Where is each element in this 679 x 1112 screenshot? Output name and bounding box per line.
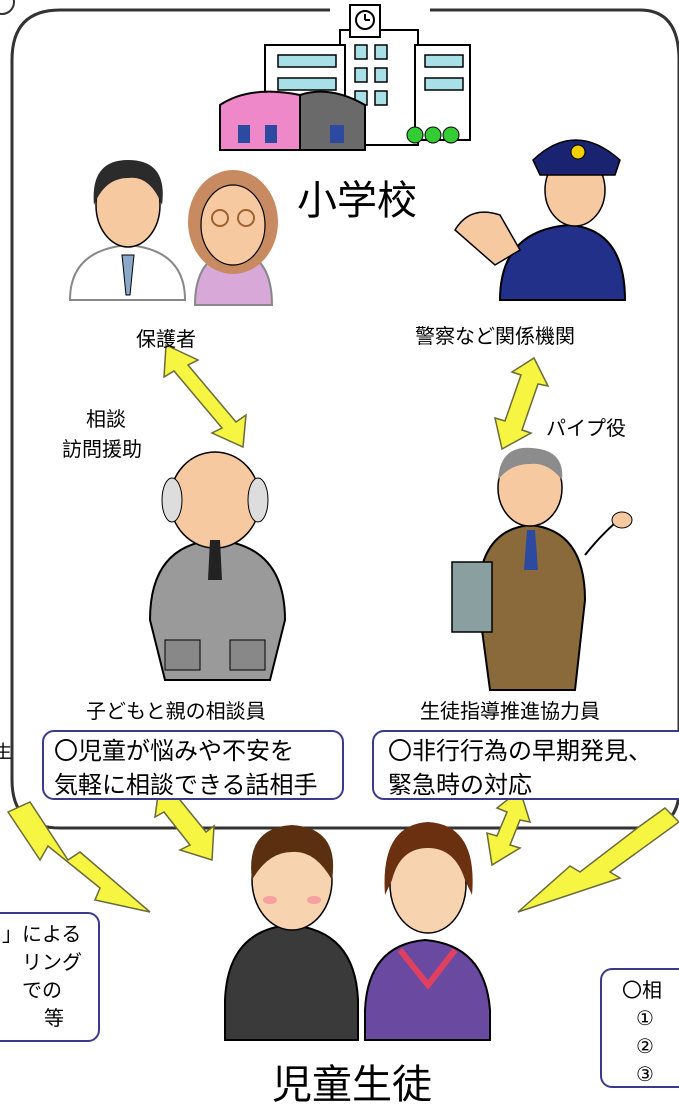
- arrow-left-lightning: [6, 801, 151, 913]
- left-box-line-1: 」による: [2, 922, 82, 946]
- students-title: 児童生徒: [272, 1062, 432, 1108]
- left-partial-box: 」による リング での 等: [0, 912, 100, 1042]
- right-partial-box: 〇相 ① ② ③: [600, 968, 679, 1088]
- arrow-guardian-counselor: [163, 343, 247, 449]
- consult-label: 相談: [86, 407, 126, 431]
- home-visit-label: 訪問援助: [62, 437, 142, 461]
- right-box-line-1: 〇相: [622, 978, 662, 1002]
- coordinator-illustration: [451, 447, 633, 691]
- coordinator-role-line-1: 〇非行行為の早期発見、: [388, 737, 652, 765]
- police-label: 警察など関係機関: [415, 324, 575, 348]
- pipe-role-label: パイプ役: [546, 416, 626, 440]
- school-frame: [10, 8, 679, 830]
- police-officer-illustration: [454, 139, 627, 301]
- arrow-coordinator-students: [486, 788, 532, 867]
- school-title: 小学校: [297, 178, 417, 224]
- guardian-label: 保護者: [136, 327, 196, 351]
- left-box-line-4: 等: [44, 1006, 64, 1030]
- counselor-label: 子どもと親の相談員: [86, 699, 266, 723]
- corner-circle: [0, 0, 15, 15]
- coordinator-label: 生徒指導推進協力員: [420, 699, 600, 723]
- counselor-illustration: [148, 451, 287, 681]
- coordinator-role-line-2: 緊急時の対応: [388, 771, 532, 799]
- right-box-line-4: ③: [636, 1062, 654, 1086]
- counselor-role-line-2: 気軽に相談できる話相手: [54, 771, 318, 799]
- counselor-role-box: 〇児童が悩みや不安を 気軽に相談できる話相手: [42, 730, 344, 800]
- left-box-line-2: リング: [22, 950, 82, 974]
- left-edge-text: 生: [0, 742, 12, 763]
- students-illustration: [224, 822, 491, 1041]
- school-building-illustration: [219, 4, 471, 151]
- arrow-police-coordinator: [493, 356, 550, 451]
- right-box-line-3: ②: [636, 1034, 654, 1058]
- coordinator-role-box: 〇非行行為の早期発見、 緊急時の対応: [372, 730, 679, 800]
- right-box-line-2: ①: [636, 1006, 654, 1030]
- guardian-illustration: [68, 160, 278, 306]
- left-box-line-3: での: [22, 978, 62, 1002]
- arrow-right-lightning: [517, 807, 679, 913]
- counselor-role-line-1: 〇児童が悩みや不安を: [54, 737, 294, 765]
